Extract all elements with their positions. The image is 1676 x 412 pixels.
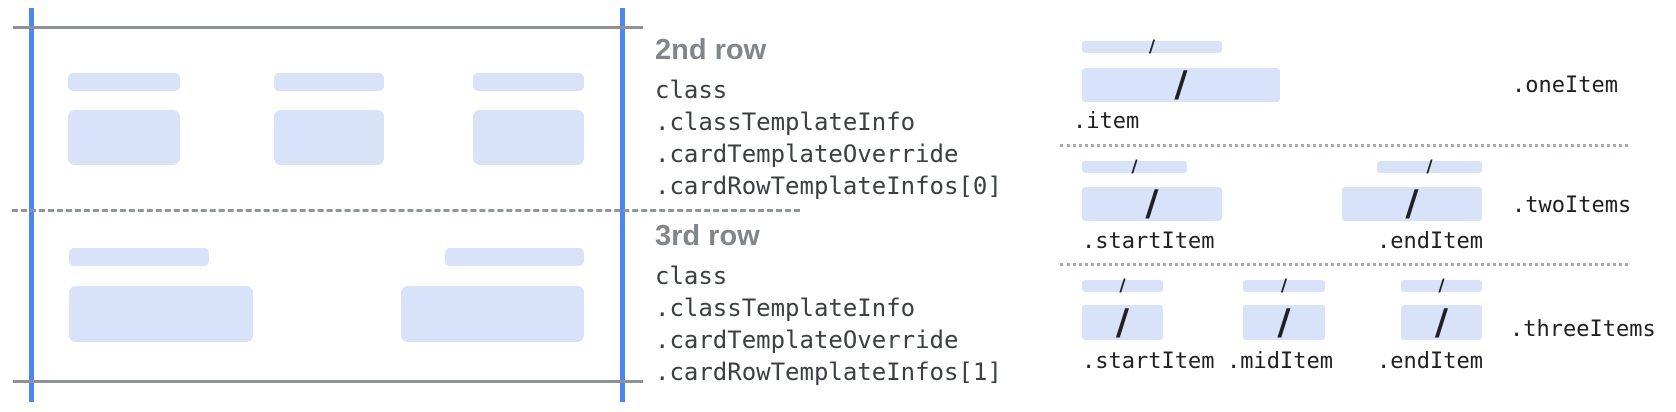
row-2-heading: 2nd row: [655, 34, 767, 66]
item-value-bar: /: [1082, 301, 1163, 343]
field-value-placeholder: [69, 286, 253, 342]
start-item-label: .startItem: [1082, 349, 1215, 374]
start-item-label: .startItem: [1082, 229, 1215, 254]
slash-icon: /: [1434, 301, 1449, 343]
code-line: class: [655, 262, 728, 290]
mid-item-label: .midItem: [1227, 349, 1333, 374]
item-value-bar: /: [1342, 183, 1482, 224]
card-right-edge-guide: [620, 8, 625, 402]
code-line: .classTemplateInfo: [655, 108, 916, 136]
slash-icon: /: [1426, 157, 1433, 177]
item-label-bar: /: [1401, 276, 1482, 296]
field-label-placeholder: [473, 73, 584, 91]
item-label-bar: /: [1243, 276, 1325, 296]
item-label-bar: /: [1082, 276, 1163, 296]
end-item-label: .endItem: [1377, 229, 1483, 254]
slash-icon: /: [1119, 276, 1126, 296]
field-label-placeholder: [274, 73, 384, 91]
item-label-bar: /: [1082, 157, 1187, 177]
slash-icon: /: [1145, 183, 1159, 224]
three-items-annotation: .threeItems: [1510, 317, 1656, 342]
item-value-bar: /: [1401, 301, 1482, 343]
code-line: .cardTemplateOverride: [655, 326, 959, 354]
item-value-bar: /: [1082, 64, 1280, 105]
field-label-placeholder: [69, 248, 209, 266]
field-value-placeholder: [274, 110, 384, 165]
field-label-placeholder: [445, 248, 584, 266]
slash-icon: /: [1131, 157, 1138, 177]
row-2-code-path: class .classTemplateInfo .cardTemplateOv…: [655, 74, 1002, 202]
slash-icon: /: [1174, 64, 1188, 105]
item-field-label: .item: [1073, 109, 1140, 134]
end-item-label: .endItem: [1377, 349, 1483, 374]
field-label-placeholder: [68, 73, 180, 91]
card-left-edge-guide: [29, 8, 34, 402]
code-line: class: [655, 76, 728, 104]
item-value-bar: /: [1082, 183, 1222, 224]
code-line: .cardRowTemplateInfos[0]: [655, 172, 1002, 200]
field-value-placeholder: [401, 286, 584, 342]
legend-dotted-divider: [1060, 144, 1628, 147]
item-label-bar: /: [1082, 37, 1222, 57]
legend-dotted-divider: [1060, 263, 1628, 266]
slash-icon: /: [1280, 276, 1288, 296]
row-3-heading: 3rd row: [655, 220, 760, 252]
row-3-code-path: class .classTemplateInfo .cardTemplateOv…: [655, 260, 1002, 388]
field-value-placeholder: [68, 110, 180, 165]
slash-icon: /: [1405, 183, 1419, 224]
field-value-placeholder: [473, 110, 584, 165]
card-row-dashed-divider: [12, 209, 800, 212]
item-value-bar: /: [1243, 301, 1325, 343]
item-label-bar: /: [1377, 157, 1482, 177]
code-line: .cardTemplateOverride: [655, 140, 959, 168]
slash-icon: /: [1438, 276, 1445, 296]
card-top-boundary: [13, 26, 643, 29]
two-items-annotation: .twoItems: [1512, 193, 1632, 218]
code-line: .cardRowTemplateInfos[1]: [655, 358, 1002, 386]
one-item-annotation: .oneItem: [1512, 73, 1618, 98]
slash-icon: /: [1148, 37, 1156, 57]
code-line: .classTemplateInfo: [655, 294, 916, 322]
slash-icon: /: [1277, 301, 1291, 343]
slash-icon: /: [1115, 301, 1130, 343]
card-bottom-boundary: [13, 380, 643, 383]
